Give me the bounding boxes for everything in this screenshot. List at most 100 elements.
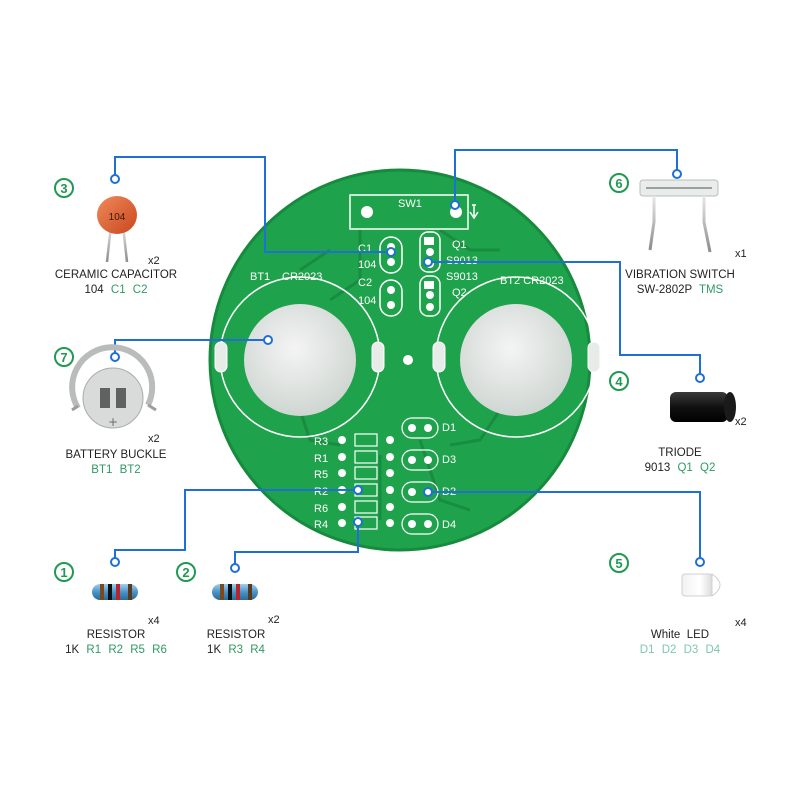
value-vibration-switch: SW-2802P xyxy=(637,284,693,296)
resistor-footprint xyxy=(354,450,378,464)
leader-dot xyxy=(423,487,433,497)
r3-label: R3 xyxy=(314,436,328,448)
r4-label: R4 xyxy=(314,519,328,531)
c2-footprint xyxy=(379,279,403,317)
led-pad xyxy=(424,456,432,464)
r1-label: R1 xyxy=(314,453,328,465)
resistor-footprint xyxy=(354,433,378,447)
leader-dot xyxy=(423,257,433,267)
badge-6: 6 xyxy=(609,173,629,193)
refs-battery-buckle: BT1 BT2 xyxy=(91,464,140,476)
badge-3: 3 xyxy=(54,178,74,198)
resistor-pad xyxy=(338,503,346,511)
sw1-outline xyxy=(349,194,469,230)
r6-label: R6 xyxy=(314,503,328,515)
badge-3-number: 3 xyxy=(60,181,67,196)
led-footprint xyxy=(401,513,439,535)
ref-d4: D4 xyxy=(706,644,721,656)
leader-dot xyxy=(695,373,705,383)
ref-r2: R2 xyxy=(108,644,123,656)
mount-hole xyxy=(403,355,413,365)
qty-led: x4 xyxy=(735,617,747,629)
resistor-pad xyxy=(386,486,394,494)
capacitor-marking: 104 xyxy=(109,212,126,223)
badge-1: 1 xyxy=(54,562,74,582)
d3-label: D3 xyxy=(442,454,456,466)
name-transistor: TRIODE xyxy=(658,447,702,459)
qty-vibration-switch: x1 xyxy=(735,248,747,260)
badge-4-number: 4 xyxy=(615,374,623,389)
name-resistor-2: RESISTOR xyxy=(207,629,266,641)
number-badges: 3 6 7 4 1 2 5 xyxy=(54,173,629,582)
bt2-slot-left xyxy=(432,341,446,373)
led-footprint xyxy=(401,449,439,471)
arrow-mark-icon xyxy=(469,204,479,220)
leader-dot xyxy=(110,557,120,567)
ref-r4: R4 xyxy=(250,644,265,656)
quantity-labels: x2 x1 x2 x2 x4 x2 x4 xyxy=(148,248,747,629)
leader-dot xyxy=(386,247,396,257)
qty-resistor-2: x2 xyxy=(268,614,280,626)
leader-lines xyxy=(114,149,701,566)
value-resistor-1: 1K xyxy=(65,644,79,656)
resistor-footprint xyxy=(354,500,378,514)
pcb-board: SW1 BT1 CR2023 BT2 CR2023 C1 104 C2 104 … xyxy=(208,168,601,552)
q1-footprint xyxy=(419,231,441,273)
ref-r5: R5 xyxy=(130,644,145,656)
c1-value-label: 104 xyxy=(358,259,376,271)
badge-1-number: 1 xyxy=(60,565,67,580)
pcb-traces xyxy=(298,228,502,520)
qty-resistor-1: x4 xyxy=(148,615,160,627)
leader-vibration-switch xyxy=(454,149,678,205)
resistor-pad xyxy=(386,519,394,527)
q2-pad xyxy=(426,303,434,311)
c1-pad xyxy=(387,258,395,266)
ref-r3: R3 xyxy=(228,644,243,656)
d4-label: D4 xyxy=(442,519,456,531)
resistor-pad xyxy=(338,436,346,444)
badge-5: 5 xyxy=(609,553,629,573)
name-resistor-1: RESISTOR xyxy=(87,629,146,641)
ref-q1: Q1 xyxy=(677,462,692,474)
bt1-slot-right xyxy=(371,341,385,373)
badge-7-number: 7 xyxy=(60,350,67,365)
r2-label: R2 xyxy=(314,486,328,498)
resistor-pad xyxy=(386,503,394,511)
battery-holder-icon: + xyxy=(69,344,157,429)
leader-dot xyxy=(672,169,682,179)
ref-q2: Q2 xyxy=(700,462,715,474)
qty-capacitor: x2 xyxy=(148,255,160,267)
q2-pad xyxy=(426,291,434,299)
refs-led: D1 D2 D3 D4 xyxy=(640,644,721,656)
resistor-pad xyxy=(338,453,346,461)
c1-footprint xyxy=(379,236,403,274)
c2-pad xyxy=(387,286,395,294)
value-capacitor: 104 xyxy=(85,284,105,296)
value-transistor: 9013 xyxy=(645,462,671,474)
ref-tms: TMS xyxy=(699,284,724,296)
c1-label: C1 xyxy=(358,243,372,255)
leader-dot xyxy=(263,335,273,345)
ref-r1: R1 xyxy=(86,644,101,656)
q2-part-label: S9013 xyxy=(446,271,478,283)
ref-d1: D1 xyxy=(640,644,655,656)
leader-dot xyxy=(110,352,120,362)
bt2-pad xyxy=(460,304,572,416)
leader-led xyxy=(428,491,701,560)
sw1-label: SW1 xyxy=(398,198,422,210)
resistor-pad xyxy=(338,469,346,477)
q1-label: Q1 xyxy=(452,239,467,251)
bt1-pad xyxy=(244,304,356,416)
leader-dot xyxy=(353,517,363,527)
vibration-switch-icon xyxy=(639,179,719,253)
resistor-pad xyxy=(386,436,394,444)
qty-battery-buckle: x2 xyxy=(148,433,160,445)
refs-resistor-2: 1K R3 R4 xyxy=(207,644,265,656)
value-resistor-2: 1K xyxy=(207,644,221,656)
badge-4: 4 xyxy=(609,371,629,391)
badge-6-number: 6 xyxy=(615,176,622,191)
ref-c1: C1 xyxy=(111,284,126,296)
resistor-pad xyxy=(338,519,346,527)
leader-resistor-1k-pair xyxy=(234,522,359,566)
